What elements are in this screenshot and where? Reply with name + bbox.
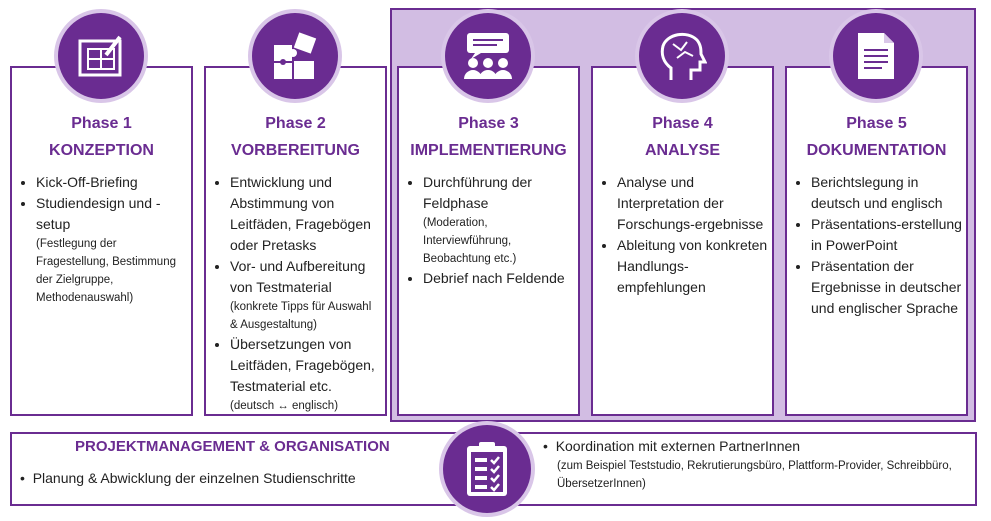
phase-card-1: Phase 1 KONZEPTION Kick-Off-BriefingStudie… xyxy=(10,66,193,416)
item-text: Präsentation der Ergebnisse in deutscher… xyxy=(811,258,962,316)
phase-number: Phase 5 xyxy=(846,115,907,132)
phase-items: Analyse und Interpretation der Forschung… xyxy=(601,172,768,298)
phase-name: KONZEPTION xyxy=(49,142,154,159)
phase-name: ANALYSE xyxy=(645,142,720,159)
item-text: Entwicklung und Abstimmung von Leitfäden… xyxy=(230,174,371,253)
phase-card-2: Phase 2 VORBEREITUNG Entwicklung und Absti… xyxy=(204,66,387,416)
list-item: Ableitung von konkreten Handlungs-empfeh… xyxy=(617,235,768,298)
list-item: Präsentations-erstellung in PowerPoint xyxy=(811,214,962,256)
pm-item-1-text: Planung & Abwicklung der einzelnen Studi… xyxy=(32,470,356,486)
item-note: (Moderation, Interviewführung, Beobachtu… xyxy=(423,217,517,265)
item-note: (Festlegung der Fragestellung, Bestimmun… xyxy=(36,238,176,304)
pm-item-2: • Koordination mit externen PartnerInnen… xyxy=(543,438,963,493)
list-item: Entwicklung und Abstimmung von Leitfäden… xyxy=(230,172,381,256)
item-text: Ableitung von konkreten Handlungs-empfeh… xyxy=(617,237,768,295)
phase-name: VORBEREITUNG xyxy=(231,142,360,159)
item-text: Kick-Off-Briefing xyxy=(36,174,138,190)
pm-title: PROJEKTMANAGEMENT & ORGANISATION xyxy=(75,438,390,455)
pm-item-2-note: (zum Beispiel Teststudio, Rekrutierungsb… xyxy=(557,460,952,490)
phase-title: Phase 5 DOKUMENTATION xyxy=(787,110,966,164)
phase-number: Phase 3 xyxy=(458,115,519,132)
phase-items: Durchführung der Feldphase (Moderation, I… xyxy=(407,172,574,289)
puzzle-icon xyxy=(252,13,338,99)
list-item: Debrief nach Feldende xyxy=(423,268,574,289)
item-text: Präsentations-erstellung in PowerPoint xyxy=(811,216,962,253)
group-discussion-icon xyxy=(445,13,531,99)
list-item: Präsentation der Ergebnisse in deutscher… xyxy=(811,256,962,319)
item-text: Analyse und Interpretation der Forschung… xyxy=(617,174,764,232)
list-item: Durchführung der Feldphase (Moderation, I… xyxy=(423,172,574,268)
phase-card-3: Phase 3 IMPLEMENTIERUNG Durchführung der F… xyxy=(397,66,580,416)
phase-number: Phase 1 xyxy=(71,115,132,132)
phase-name: IMPLEMENTIERUNG xyxy=(410,142,567,159)
phase-items: Entwicklung und Abstimmung von Leitfäden… xyxy=(214,172,381,415)
phase-items: Kick-Off-BriefingStudiendesign und -setu… xyxy=(20,172,187,307)
list-item: Kick-Off-Briefing xyxy=(36,172,187,193)
list-item: Berichtslegung in deutsch und englisch xyxy=(811,172,962,214)
phase-items: Berichtslegung in deutsch und englischPr… xyxy=(795,172,962,319)
list-item: Studiendesign und -setup (Festlegung der … xyxy=(36,193,187,307)
phase-title: Phase 1 KONZEPTION xyxy=(12,110,191,164)
phase-title: Phase 4 ANALYSE xyxy=(593,110,772,164)
item-note: (deutsch ↔ englisch) xyxy=(230,400,339,412)
list-item: Übersetzungen von Leitfäden, Fragebögen,… xyxy=(230,334,381,415)
item-text: Übersetzungen von Leitfäden, Fragebögen,… xyxy=(230,336,375,394)
item-text: Studiendesign und -setup xyxy=(36,195,161,232)
phase-title: Phase 2 VORBEREITUNG xyxy=(206,110,385,164)
document-icon xyxy=(833,13,919,99)
phase-title: Phase 3 IMPLEMENTIERUNG xyxy=(399,110,578,164)
brain-head-icon xyxy=(639,13,725,99)
phase-card-5: Phase 5 DOKUMENTATION Berichtslegung in de… xyxy=(785,66,968,416)
item-text: Durchführung der Feldphase xyxy=(423,174,532,211)
phase-name: DOKUMENTATION xyxy=(806,142,947,159)
item-text: Berichtslegung in deutsch und englisch xyxy=(811,174,943,211)
clipboard-checklist-icon xyxy=(443,425,531,513)
blueprint-icon xyxy=(58,13,144,99)
item-text: Debrief nach Feldende xyxy=(423,270,565,286)
list-item: Analyse und Interpretation der Forschung… xyxy=(617,172,768,235)
phase-number: Phase 4 xyxy=(652,115,713,132)
pm-item-2-text: Koordination mit externen PartnerInnen xyxy=(555,438,801,454)
item-text: Vor- und Aufbereitung von Testmaterial xyxy=(230,258,366,295)
phase-number: Phase 2 xyxy=(265,115,326,132)
item-note: (konkrete Tipps für Auswahl & Ausgestalt… xyxy=(230,301,372,331)
phase-card-4: Phase 4 ANALYSE Analyse und Interpretation… xyxy=(591,66,774,416)
list-item: Vor- und Aufbereitung von Testmaterial (k… xyxy=(230,256,381,334)
pm-item-1: • Planung & Abwicklung der einzelnen Stu… xyxy=(20,470,356,486)
